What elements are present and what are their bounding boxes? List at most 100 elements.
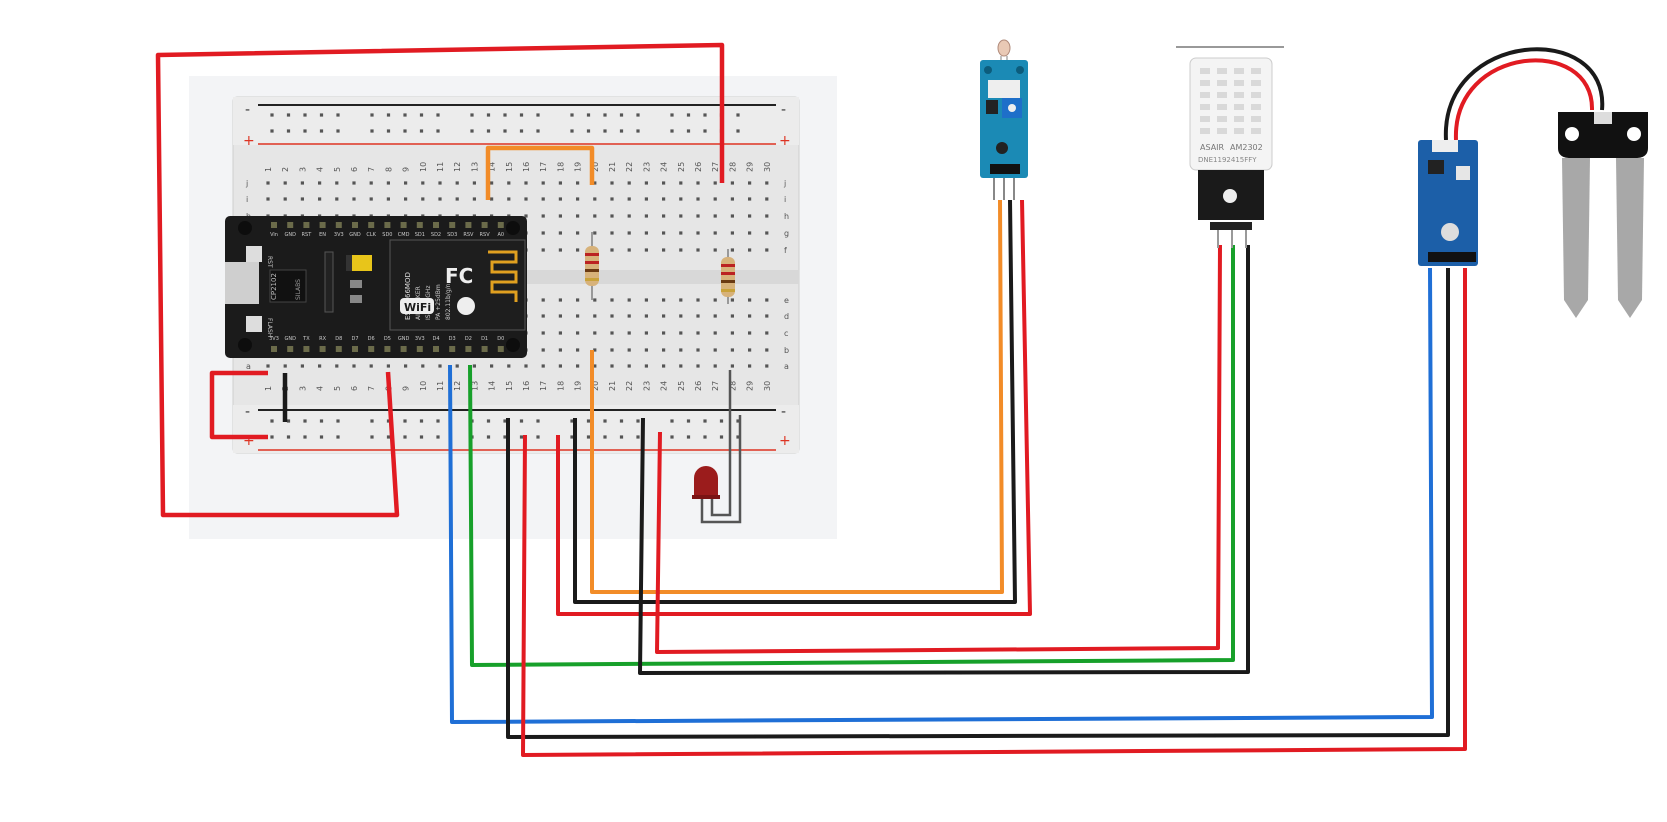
grille-slot xyxy=(1251,80,1261,86)
pin-label: CLK xyxy=(366,232,376,238)
breadboard-hole xyxy=(336,113,340,117)
grille-slot xyxy=(1200,92,1210,98)
breadboard-hole xyxy=(438,197,442,201)
breadboard-hole xyxy=(748,331,752,335)
column-number: 15 xyxy=(505,162,514,172)
column-number: 27 xyxy=(711,162,720,172)
breadboard-hole xyxy=(713,298,717,302)
breadboard-hole xyxy=(593,197,597,201)
breadboard-hole xyxy=(730,214,734,218)
wire-blue xyxy=(448,267,1434,724)
header-pin xyxy=(384,346,391,352)
breadboard-hole xyxy=(436,435,440,439)
breadboard-hole xyxy=(283,364,287,368)
breadboard-hole xyxy=(421,181,425,185)
breadboard-hole xyxy=(713,197,717,201)
grille-slot xyxy=(1234,68,1244,74)
breadboard-hole xyxy=(696,181,700,185)
column-number: 29 xyxy=(746,381,755,391)
breadboard-hole xyxy=(610,364,614,368)
breadboard-hole xyxy=(713,248,717,252)
rst-button[interactable] xyxy=(246,246,262,262)
pin-label: Vin xyxy=(270,232,278,238)
resistor xyxy=(721,249,735,304)
breadboard-hole xyxy=(507,364,511,368)
breadboard-hole xyxy=(541,298,545,302)
header-pin xyxy=(433,222,439,228)
column-number: 24 xyxy=(660,381,669,391)
column-number: 23 xyxy=(642,162,651,172)
breadboard-hole xyxy=(593,231,597,235)
breadboard-hole xyxy=(586,113,591,117)
soil-moisture-sensor xyxy=(1418,47,1648,318)
header-pin xyxy=(271,346,277,352)
column-number: 6 xyxy=(350,167,359,172)
breadboard-hole xyxy=(610,181,614,185)
rail-plus-label: + xyxy=(243,133,255,149)
wire-red xyxy=(155,42,725,518)
breadboard-hole xyxy=(541,331,545,335)
column-number: 3 xyxy=(298,386,307,391)
breadboard-hole xyxy=(679,181,683,185)
breadboard-hole xyxy=(670,129,674,133)
breadboard-hole xyxy=(730,348,734,352)
rail-minus-label: - xyxy=(781,404,786,420)
column-number: 14 xyxy=(488,162,497,172)
breadboard-hole xyxy=(627,214,631,218)
breadboard-hole xyxy=(627,248,631,252)
breadboard-hole xyxy=(593,298,597,302)
breadboard-hole xyxy=(486,113,491,117)
breadboard-hole xyxy=(636,419,640,423)
column-number: 16 xyxy=(522,162,531,172)
column-number: 23 xyxy=(642,381,651,391)
breadboard-hole xyxy=(370,419,374,423)
breadboard-hole xyxy=(679,197,683,201)
rst-button-label: RST xyxy=(266,256,273,268)
breadboard-hole xyxy=(610,348,614,352)
column-number: 29 xyxy=(746,162,755,172)
breadboard-hole xyxy=(541,348,545,352)
column-number: 28 xyxy=(728,381,737,391)
wifi-mark: WiFi xyxy=(404,301,431,314)
column-number: 18 xyxy=(556,162,565,172)
breadboard-hole xyxy=(619,113,624,117)
breadboard-hole xyxy=(524,214,528,218)
column-number: 1 xyxy=(264,167,273,172)
header-pin xyxy=(449,346,456,352)
breadboard-hole xyxy=(713,181,717,185)
breadboard-hole xyxy=(319,113,324,117)
flash-button[interactable] xyxy=(246,316,262,332)
wire-green xyxy=(468,245,1235,667)
breadboard-hole xyxy=(541,248,545,252)
column-number: 24 xyxy=(660,162,669,172)
breadboard-hole xyxy=(318,197,322,201)
breadboard-hole xyxy=(679,348,683,352)
breadboard-hole xyxy=(670,435,674,439)
breadboard-hole xyxy=(644,181,648,185)
pin-label: GND xyxy=(349,232,361,238)
breadboard-hole xyxy=(670,113,674,117)
grille-slot xyxy=(1234,116,1244,122)
grille-slot xyxy=(1217,68,1227,74)
breadboard-hole xyxy=(713,214,717,218)
breadboard-hole xyxy=(266,197,270,201)
breadboard-hole xyxy=(541,214,545,218)
breadboard-hole xyxy=(703,113,707,117)
breadboard-hole xyxy=(619,129,624,133)
breadboard-hole xyxy=(644,331,648,335)
breadboard-hole xyxy=(352,181,356,185)
breadboard-hole xyxy=(455,197,459,201)
breadboard-hole xyxy=(404,364,408,368)
breadboard-hole xyxy=(403,435,407,439)
breadboard-hole xyxy=(719,419,724,423)
column-number: 20 xyxy=(591,162,600,172)
pin-label: 3V3 xyxy=(415,336,425,342)
pin-label: A0 xyxy=(497,232,504,238)
breadboard-hole xyxy=(503,435,507,439)
breadboard-hole xyxy=(586,129,591,133)
breadboard-hole xyxy=(730,248,734,252)
breadboard-hole xyxy=(576,248,580,252)
wifi-logo-icon xyxy=(400,298,434,314)
breadboard-hole xyxy=(300,197,304,201)
